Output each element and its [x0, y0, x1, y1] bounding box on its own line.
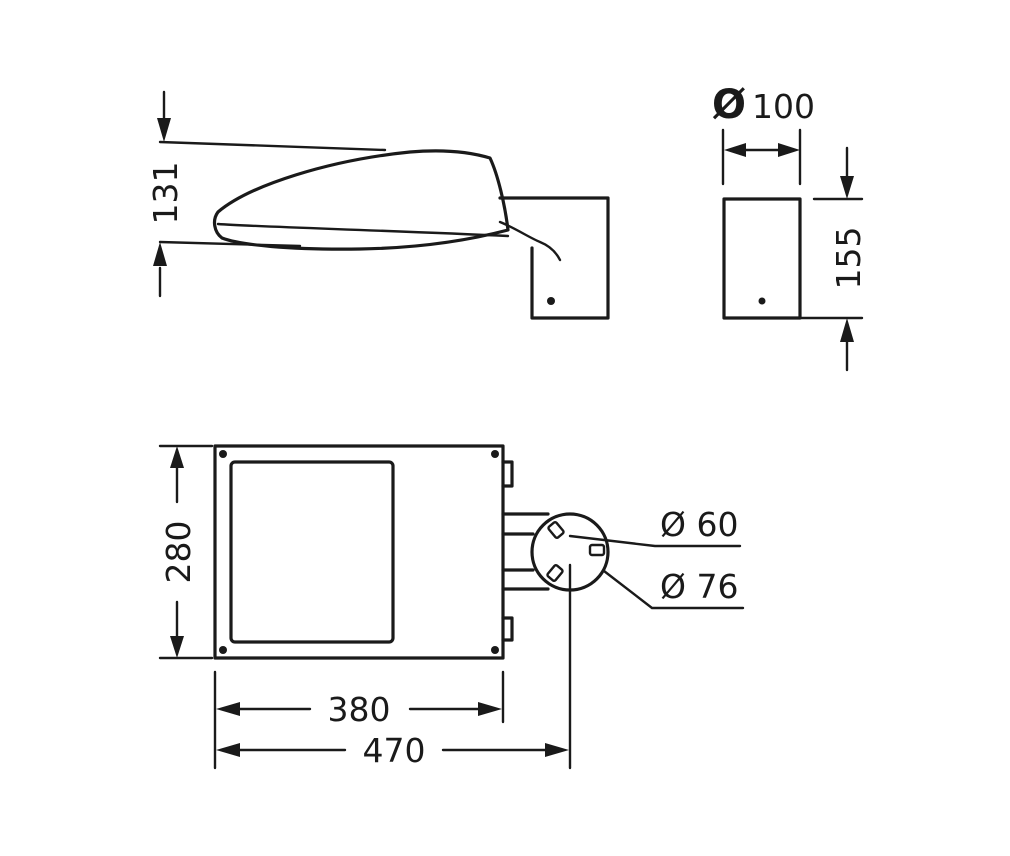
- plan-total-length-label: 470: [363, 731, 426, 770]
- plan-lens-window: [229, 460, 395, 644]
- leader-inner: [568, 534, 742, 548]
- clamp-slot-2: [588, 543, 606, 557]
- plan-screw-tr: [491, 450, 499, 458]
- plan-tab-top: [501, 460, 514, 488]
- end-diameter-symbol: Ø: [712, 82, 746, 128]
- end-diameter-label: 100: [752, 87, 815, 126]
- pole-outer-label: Ø 76: [660, 567, 738, 606]
- end-arrow-bottom: [840, 318, 854, 342]
- side-ext-top: [158, 140, 387, 152]
- housing-clip: [498, 220, 562, 262]
- clamp-slot-3: [546, 564, 564, 582]
- side-arrow-bottom: [153, 242, 167, 266]
- leader-outer: [602, 569, 745, 610]
- housing-seam: [216, 222, 510, 238]
- end-arrow-top: [840, 176, 854, 199]
- end-height-label: 155: [829, 227, 868, 290]
- side-ext-bottom: [158, 240, 302, 248]
- dim-470-arrow-right: [545, 743, 569, 757]
- side-view: 131: [146, 90, 610, 320]
- side-bracket: [498, 196, 610, 320]
- luminaire-housing: [212, 149, 510, 251]
- plan-screw-br: [491, 646, 499, 654]
- clamp-slot-1: [547, 521, 565, 539]
- plan-screw-bl: [219, 646, 227, 654]
- plan-arrow-bottom: [170, 636, 184, 658]
- plan-arrow-top: [170, 446, 184, 468]
- plan-housing: [213, 444, 505, 660]
- end-view: Ø 100 155: [712, 82, 868, 372]
- plan-width-label: 280: [159, 521, 198, 584]
- end-bracket-screw: [758, 297, 766, 305]
- dim-380-arrow-right: [478, 702, 502, 716]
- side-height-label: 131: [146, 162, 185, 225]
- plan-tab-bottom: [501, 616, 514, 642]
- end-arrow-right: [778, 143, 800, 157]
- side-bracket-screw: [547, 297, 555, 305]
- dim-380-arrow-left: [216, 702, 240, 716]
- dim-470-arrow-left: [216, 743, 240, 757]
- end-arrow-left: [724, 143, 746, 157]
- plan-body-length-label: 380: [328, 690, 391, 729]
- pole-inner-label: Ø 60: [660, 505, 738, 544]
- side-arrow-top: [157, 118, 171, 142]
- end-bracket-box: [722, 197, 802, 320]
- plan-view: 280 Ø 60 Ø 76 380: [158, 444, 745, 770]
- plan-screw-tl: [219, 450, 227, 458]
